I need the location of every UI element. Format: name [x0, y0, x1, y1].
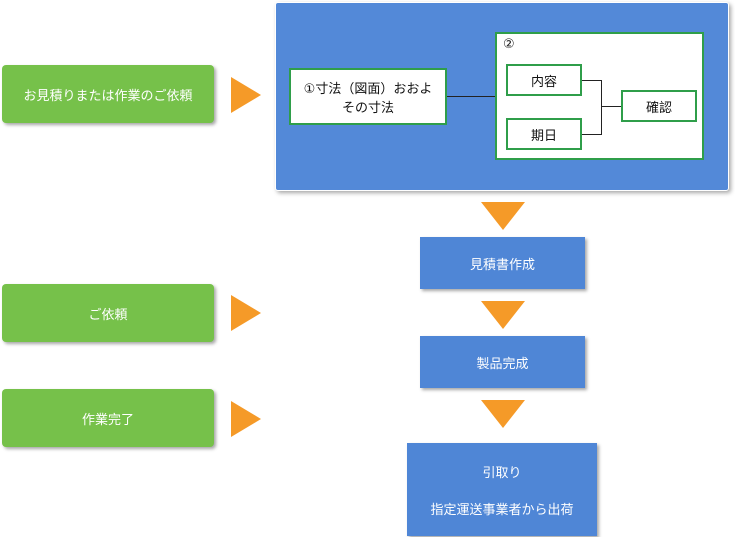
date-box: 期日	[506, 118, 582, 150]
pickup-step-line2: 指定運送事業者から出荷	[430, 502, 574, 518]
step-work-complete-label: 作業完了	[81, 412, 134, 428]
arrow-down-icon	[481, 400, 525, 428]
size-box-line1: ①寸法（図面）おおよ	[303, 81, 433, 97]
completion-step-label: 製品完成	[476, 356, 529, 372]
connector-line	[447, 96, 495, 97]
connector-line	[582, 134, 602, 135]
connector-line	[582, 80, 602, 81]
pickup-step-line1: 引取り	[482, 465, 522, 481]
arrow-down-icon	[481, 301, 525, 329]
estimate-step-label: 見積書作成	[469, 257, 535, 273]
size-box-line2: その寸法	[341, 100, 394, 116]
arrow-down-icon	[481, 202, 525, 230]
arrow-right-icon	[231, 401, 261, 437]
step-work-complete: 作業完了	[2, 389, 214, 447]
detail-group-label: ②	[503, 37, 515, 52]
step-order: ご依頼	[2, 284, 214, 342]
content-box-label: 内容	[530, 74, 557, 90]
pickup-step: 引取り 指定運送事業者から出荷	[407, 443, 597, 536]
size-box: ①寸法（図面）おおよ その寸法	[289, 68, 447, 125]
confirm-box-label: 確認	[645, 100, 672, 116]
step-order-label: ご依頼	[88, 307, 128, 323]
arrow-right-icon	[231, 77, 261, 113]
connector-line	[601, 80, 602, 135]
completion-step: 製品完成	[420, 336, 585, 388]
step-request-estimate: お見積りまたは作業のご依頼	[2, 65, 214, 123]
step-request-estimate-label: お見積りまたは作業のご依頼	[23, 88, 193, 104]
arrow-right-icon	[231, 295, 261, 331]
connector-line	[601, 106, 621, 107]
estimate-step: 見積書作成	[420, 237, 585, 289]
content-box: 内容	[506, 64, 582, 96]
date-box-label: 期日	[530, 128, 557, 144]
confirm-box: 確認	[621, 90, 697, 122]
